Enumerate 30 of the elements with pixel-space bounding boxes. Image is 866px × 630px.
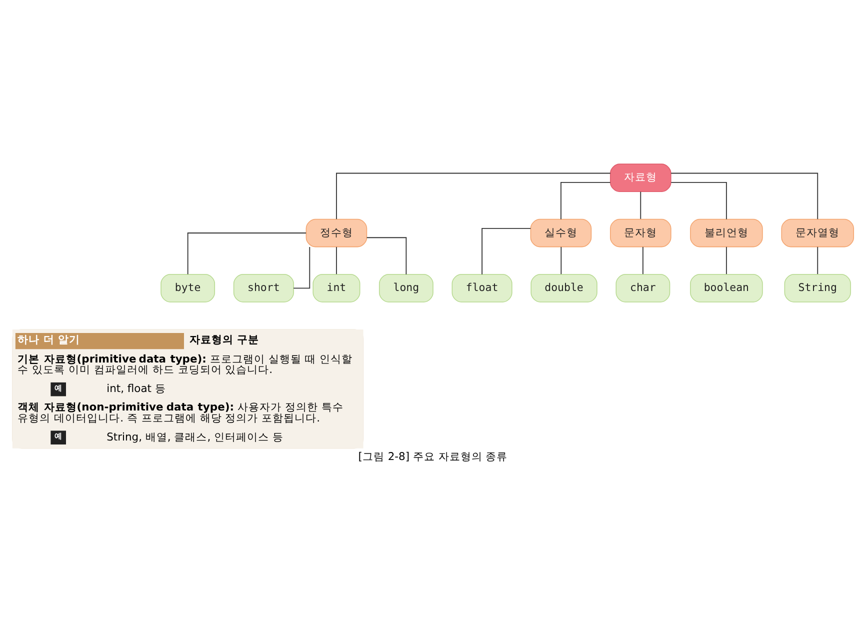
node-box: 문자열형 bbox=[781, 218, 854, 248]
caption: [그림 2-8] 주요 자료형의 종류 bbox=[358, 450, 508, 463]
connector bbox=[817, 246, 818, 275]
connector bbox=[670, 172, 818, 220]
node-box: 실수형 bbox=[530, 218, 592, 248]
node-box: 자료형 bbox=[610, 164, 672, 192]
connector bbox=[336, 246, 337, 275]
node-box: byte bbox=[160, 274, 216, 302]
connector bbox=[560, 182, 611, 220]
node-box: long bbox=[378, 274, 434, 302]
node-box: boolean bbox=[690, 274, 763, 302]
connector bbox=[560, 246, 562, 275]
connector bbox=[336, 172, 611, 220]
node-box: 문자형 bbox=[610, 218, 672, 248]
node-box: 불리언형 bbox=[690, 218, 763, 248]
node-box: 정수형 bbox=[306, 218, 368, 248]
node-box: float bbox=[452, 274, 512, 302]
connector bbox=[187, 232, 306, 275]
connector bbox=[726, 246, 727, 275]
node-box: double bbox=[530, 274, 598, 302]
node-box: short bbox=[233, 274, 294, 302]
connector bbox=[642, 246, 644, 275]
connector bbox=[366, 237, 407, 275]
node-box: int bbox=[312, 274, 360, 302]
connector bbox=[293, 246, 310, 289]
node-box: char bbox=[616, 274, 670, 302]
connector bbox=[640, 191, 642, 220]
connector bbox=[482, 228, 532, 275]
node-box: String bbox=[784, 274, 851, 302]
connector bbox=[670, 182, 727, 220]
